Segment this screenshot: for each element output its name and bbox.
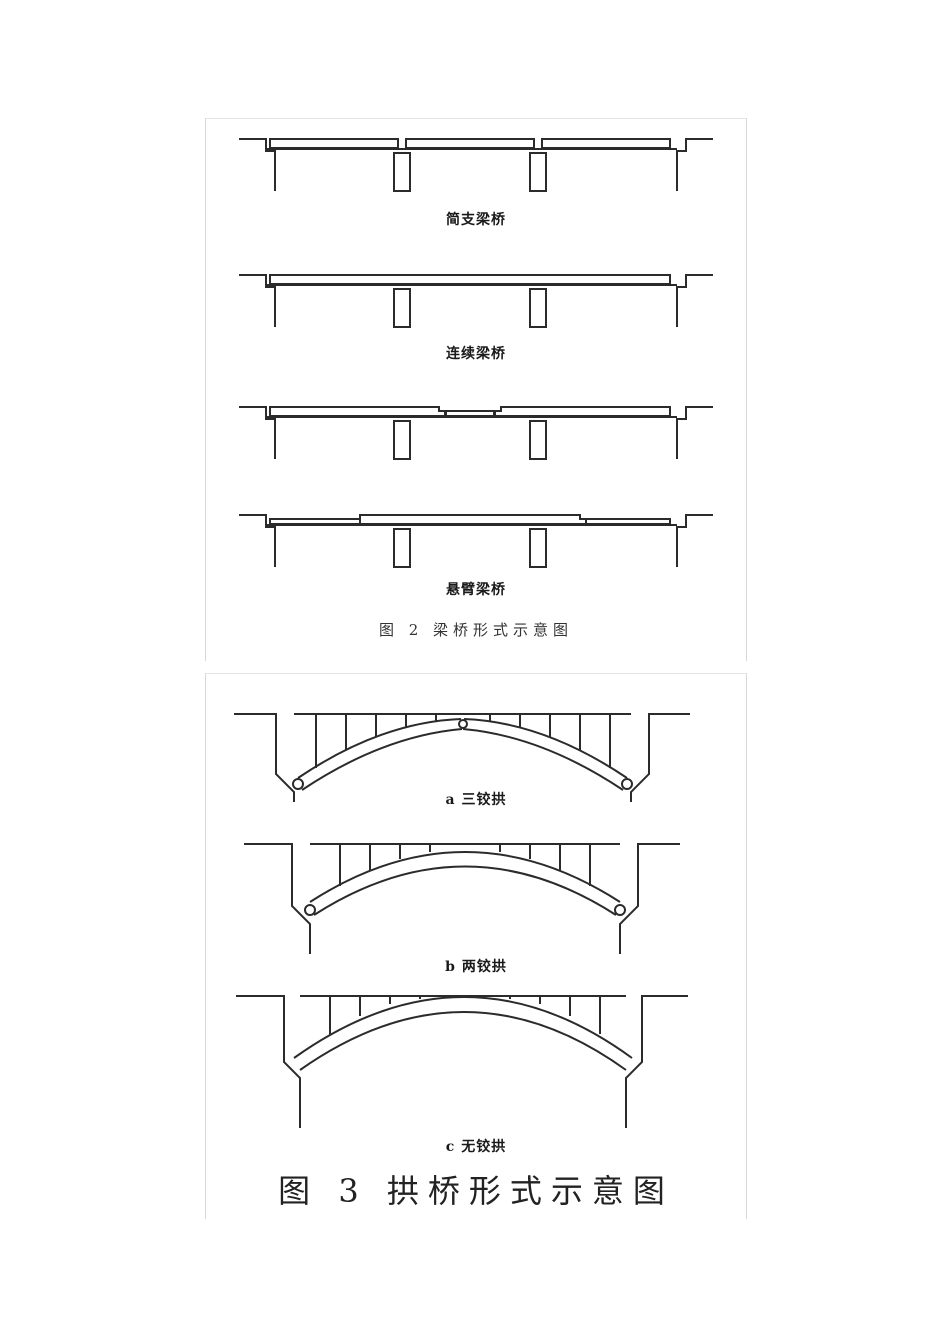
two-hinged-arch [244,843,680,954]
hingeless-arch-label: c 无铰拱 [445,1139,507,1155]
cantilever-beam-label: 悬臂梁桥 [446,582,506,598]
three-hinged-arch-label: a 三铰拱 [445,792,507,808]
beam-bridge-drawings [239,138,713,568]
hingeless-arch [236,995,688,1128]
two-hinged-arch-label: b 两铰拱 [445,959,507,975]
figure2-caption: 图 2 梁桥形式示意图 [378,621,574,639]
suspended-span-beam-bridge [239,406,713,460]
cantilever-beam-bridge [239,514,713,568]
figure3-caption: 图 3 拱桥形式示意图 [278,1172,674,1210]
continuous-beam-bridge [239,274,713,328]
arch-bridge-drawings [234,713,690,1128]
continuous-beam-label: 连续梁桥 [446,346,506,362]
arch-bridge-figure: a 三铰拱 b 两铰拱 c 无铰拱 图 3 拱桥形式示意图 [205,673,747,1219]
simple-beam-label: 简支梁桥 [446,212,506,228]
simple-beam-bridge [239,138,713,192]
beam-bridge-figure: 简支梁桥 连续梁桥 悬臂梁桥 图 2 梁桥形式示意图 [205,118,747,661]
three-hinged-arch [234,713,690,802]
